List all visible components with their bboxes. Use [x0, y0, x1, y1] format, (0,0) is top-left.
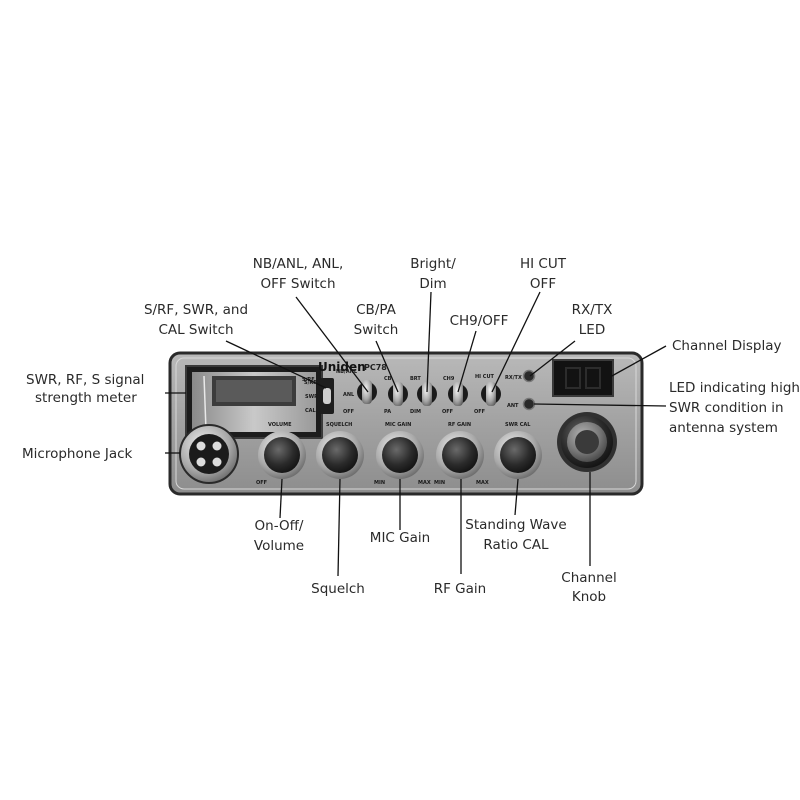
knob-label-rf-min: MIN [434, 480, 445, 486]
switch-label-cal: CAL [305, 408, 317, 414]
callout-squelch: Squelch [311, 581, 365, 597]
callout-hi-cut: HI CUT OFF [520, 256, 567, 292]
callout-swr-led: LED indicating high SWR condition in ant… [669, 380, 800, 436]
knob-label-volume: VOLUME [268, 422, 292, 428]
switch-label-nb-anl: NB/ANL [336, 369, 358, 375]
callout-mic-jack-line-1: Microphone Jack [22, 446, 133, 462]
callout-swr-led-line-3: antenna system [669, 420, 778, 436]
cb-pa-switch[interactable]: CB PA [384, 376, 408, 415]
knob-label-swr-cal: SWR CAL [505, 422, 531, 428]
knob-label-mic-gain: MIC GAIN [385, 422, 411, 428]
leader-lines [165, 291, 667, 577]
callout-swr-led-line-1: LED indicating high [669, 380, 800, 396]
ch9-off-switch[interactable]: CH9 OFF [442, 376, 468, 415]
swr-cal-knob[interactable]: SWR CAL [494, 422, 542, 479]
callout-rx-tx-led: RX/TX LED [572, 302, 613, 338]
callout-meter-line-1: SWR, RF, S signal [26, 372, 144, 388]
switch-label-dim: DIM [410, 409, 421, 415]
switch-label-off: OFF [343, 409, 354, 415]
knob-label-mic-min: MIN [374, 480, 385, 486]
switch-label-brt: BRT [410, 376, 421, 382]
callout-hi-cut-line-1: HI CUT [520, 256, 567, 272]
knob-label-rf-max: MAX [476, 480, 489, 486]
nb-anl-off-switch[interactable]: NB/ANL ANL OFF [336, 369, 377, 415]
callout-cb-pa-switch: CB/PA Switch [354, 302, 399, 338]
switch-label-swr: SWR [305, 394, 318, 400]
switch-label-hi-cut: HI CUT [475, 374, 495, 380]
callout-ch9-off-line-1: CH9/OFF [450, 313, 509, 329]
channel-display [552, 359, 614, 397]
callout-swr-cal-line-1: Standing Wave [465, 517, 566, 533]
callout-swr-cal-line-2: Ratio CAL [483, 537, 549, 553]
callout-channel-knob-line-1: Channel [561, 570, 616, 586]
led-label-rx-tx: RX/TX [505, 375, 522, 381]
bright-dim-switch[interactable]: BRT DIM [410, 376, 437, 415]
callout-channel-knob-line-2: Knob [572, 589, 606, 605]
squelch-knob[interactable]: SQUELCH [316, 422, 364, 479]
channel-knob[interactable] [557, 412, 617, 472]
callout-bright-dim-line-1: Bright/ [410, 256, 456, 272]
switch-label-anl: ANL [343, 392, 355, 398]
callout-nb-anl-line-2: OFF Switch [260, 276, 335, 292]
callout-channel-display: Channel Display [672, 338, 781, 354]
switch-label-pa: PA [384, 409, 391, 415]
callout-mic-jack: Microphone Jack [22, 446, 133, 462]
callout-bright-dim-line-2: Dim [419, 276, 446, 292]
switch-label-ch9: CH9 [443, 376, 455, 382]
callout-rx-tx-line-1: RX/TX [572, 302, 613, 318]
callout-bright-dim: Bright/ Dim [410, 256, 456, 292]
led-label-ant: ANT [507, 403, 519, 409]
callout-ch9-off: CH9/OFF [450, 313, 509, 329]
rf-gain-knob[interactable]: RF GAIN MIN MAX [434, 422, 489, 486]
callout-cb-pa-line-2: Switch [354, 322, 399, 338]
callout-nb-anl-switch: NB/ANL, ANL, OFF Switch [253, 256, 344, 292]
callout-volume-line-2: Volume [254, 538, 304, 554]
callout-cb-pa-line-1: CB/PA [356, 302, 397, 318]
callout-mic-gain: MIC Gain [370, 530, 430, 546]
volume-knob[interactable]: VOLUME OFF [256, 422, 306, 486]
knob-label-mic-max: MAX [418, 480, 431, 486]
knob-label-off: OFF [256, 480, 267, 486]
callout-on-off-volume: On-Off/ Volume [254, 518, 304, 554]
mic-gain-knob[interactable]: MIC GAIN MIN MAX [374, 422, 431, 486]
callout-channel-knob: Channel Knob [561, 570, 616, 605]
switch-label-off-2: OFF [442, 409, 453, 415]
callout-channel-display-line-1: Channel Display [672, 338, 781, 354]
callout-rf-gain: RF Gain [434, 581, 486, 597]
callout-rx-tx-line-2: LED [579, 322, 605, 338]
brand-logo: Uniden [318, 360, 366, 374]
model-label: PC78 [364, 363, 387, 372]
s-rf-swr-cal-switch[interactable]: S/RF SWR CAL [304, 378, 334, 414]
knob-label-squelch: SQUELCH [326, 422, 352, 428]
callout-rf-gain-line-1: RF Gain [434, 581, 486, 597]
callout-swr-cal: Standing Wave Ratio CAL [465, 517, 566, 553]
callout-meter: SWR, RF, S signal strength meter [26, 372, 144, 406]
callout-mic-gain-line-1: MIC Gain [370, 530, 430, 546]
switch-label-cb: CB [384, 376, 392, 382]
callout-squelch-line-1: Squelch [311, 581, 365, 597]
callout-swr-led-line-2: SWR condition in [669, 400, 784, 416]
callout-s-rf-line-2: CAL Switch [158, 322, 233, 338]
microphone-jack[interactable] [179, 424, 239, 484]
switch-label-off-3: OFF [474, 409, 485, 415]
callout-volume-line-1: On-Off/ [255, 518, 304, 534]
rx-tx-led: RX/TX [505, 369, 536, 383]
callout-s-rf-line-1: S/RF, SWR, and [144, 302, 248, 318]
callout-meter-line-2: strength meter [35, 390, 137, 406]
front-panel-bevel [175, 357, 637, 490]
switch-label-s-rf: S/RF [304, 380, 317, 386]
callout-hi-cut-line-2: OFF [530, 276, 556, 292]
callout-s-rf-switch: S/RF, SWR, and CAL Switch [144, 302, 248, 338]
knob-label-rf-gain: RF GAIN [448, 422, 471, 428]
callout-nb-anl-line-1: NB/ANL, ANL, [253, 256, 344, 272]
